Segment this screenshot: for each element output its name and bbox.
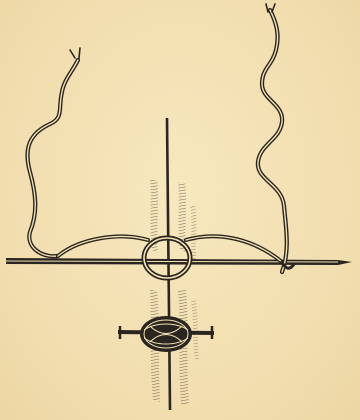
binding-knot (140, 316, 192, 352)
right-wire (258, 4, 287, 272)
horizontal-needle (6, 258, 352, 265)
left-wire (27, 48, 80, 256)
